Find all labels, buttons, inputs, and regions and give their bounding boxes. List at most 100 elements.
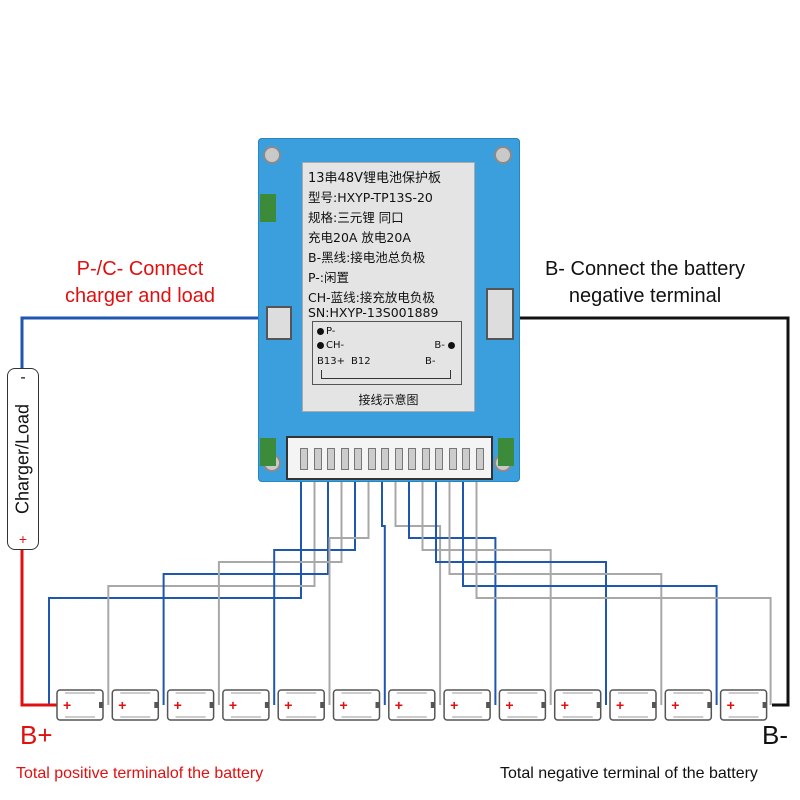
balance-wire bbox=[273, 478, 356, 705]
cell-terminal bbox=[264, 702, 269, 708]
cell-terminal bbox=[652, 702, 656, 708]
cell-plus-sign: + bbox=[340, 697, 348, 713]
pcb-pad bbox=[260, 438, 276, 466]
charger-minus: - bbox=[20, 369, 26, 386]
pcb-pad bbox=[260, 194, 276, 222]
balance-wire bbox=[381, 478, 386, 705]
charge-negative-wire bbox=[20, 316, 282, 368]
connector-pin bbox=[340, 448, 349, 470]
connector-pin bbox=[475, 448, 484, 470]
cell-plus-sign: + bbox=[727, 697, 735, 713]
balance-wire bbox=[462, 478, 718, 705]
connector-pin bbox=[327, 448, 335, 470]
pc-connect-label: P-/C- Connect charger and load bbox=[20, 256, 260, 310]
wiring-schematic: P- CH- B- B13+ B12 B- bbox=[312, 321, 462, 385]
connector-pin bbox=[354, 448, 362, 470]
bneg-label-line1: B- Connect the battery bbox=[544, 258, 746, 280]
b-minus-label: B- bbox=[762, 720, 788, 750]
balance-wire bbox=[48, 478, 302, 705]
balance-wire bbox=[217, 478, 343, 705]
sticker-line: B-黑线:接电池总负极 bbox=[308, 250, 426, 265]
cell-terminal bbox=[762, 702, 767, 708]
cell-terminal bbox=[430, 702, 435, 708]
connector-pin bbox=[421, 448, 430, 470]
sticker-line: 13串48V锂电池保护板 bbox=[308, 171, 441, 186]
total-negative-label: Total negative terminal of the battery bbox=[500, 765, 758, 782]
schematic-ch: CH- bbox=[317, 340, 344, 351]
connector-pin bbox=[462, 448, 470, 470]
schematic-b13: B13+ bbox=[317, 356, 345, 367]
balance-wire bbox=[394, 478, 442, 705]
sticker-line: CH-蓝线:接充放电负极 bbox=[308, 290, 435, 305]
cell-plus-sign: + bbox=[229, 697, 237, 713]
spec-sticker: 13串48V锂电池保护板 型号:HXYP-TP13S-20 规格:三元锂 同口 … bbox=[302, 162, 475, 412]
cell-plus-sign: + bbox=[616, 697, 624, 713]
cell-plus-sign: + bbox=[395, 697, 403, 713]
cell-terminal bbox=[375, 702, 380, 708]
cell-plus-sign: + bbox=[63, 697, 71, 713]
balance-wire bbox=[421, 478, 552, 705]
bneg-label-line2: negative terminal bbox=[568, 285, 722, 307]
p-terminal bbox=[266, 306, 292, 340]
balance-connector bbox=[286, 436, 493, 480]
cell-terminal bbox=[154, 702, 159, 708]
cell-terminal bbox=[320, 702, 325, 708]
balance-wire bbox=[475, 478, 772, 705]
cell-plus-sign: + bbox=[284, 697, 292, 713]
cell-terminal bbox=[209, 702, 214, 708]
schematic-caption: 接线示意图 bbox=[358, 393, 419, 407]
balance-wire bbox=[328, 478, 370, 705]
schematic-bneg: B- bbox=[425, 356, 436, 367]
cell-plus-sign: + bbox=[671, 697, 679, 713]
sticker-line: 规格:三元锂 同口 bbox=[308, 210, 404, 225]
b-minus-terminal bbox=[486, 288, 514, 340]
balance-wires bbox=[48, 478, 772, 705]
schematic-b: B- bbox=[434, 340, 457, 351]
cell-terminal bbox=[707, 702, 712, 708]
pc-label-line2: charger and load bbox=[64, 285, 216, 307]
schematic-p: P- bbox=[317, 326, 335, 337]
schematic-b12: B12 bbox=[351, 356, 371, 367]
b-plus-label: B+ bbox=[20, 720, 53, 750]
battery-cells: + + + + + + + + + + + + + bbox=[56, 689, 768, 721]
cell-plus-sign: + bbox=[174, 697, 182, 713]
balance-wire bbox=[408, 478, 497, 705]
pcb-pad bbox=[498, 438, 514, 466]
total-positive-label: Total positive terminalof the battery bbox=[16, 765, 264, 782]
connector-pin bbox=[408, 448, 416, 470]
pc-label-line1: P-/C- Connect bbox=[76, 258, 204, 280]
cell-terminal bbox=[486, 702, 491, 708]
connector-pin bbox=[300, 448, 308, 470]
sticker-line: 充电20A 放电20A bbox=[308, 230, 411, 245]
charger-load-box: - Charger/Load + bbox=[7, 368, 39, 550]
screw-icon bbox=[494, 146, 512, 164]
cell-terminal bbox=[541, 702, 546, 708]
cell-plus-sign: + bbox=[118, 697, 126, 713]
connector-pin bbox=[367, 448, 376, 470]
screw-icon bbox=[263, 146, 281, 164]
cell-plus-sign: + bbox=[561, 697, 569, 713]
balance-wire bbox=[448, 478, 663, 705]
charger-load-label: Charger/Load bbox=[12, 403, 33, 515]
schematic-bar bbox=[321, 370, 451, 379]
connector-pin bbox=[394, 448, 403, 470]
balance-wire bbox=[107, 478, 316, 705]
charger-plus: + bbox=[18, 531, 28, 547]
cell-terminal bbox=[596, 702, 601, 708]
balance-wire bbox=[162, 478, 329, 705]
balance-wire bbox=[435, 478, 607, 705]
connector-pin bbox=[313, 448, 322, 470]
sticker-line: 型号:HXYP-TP13S-20 bbox=[308, 190, 433, 205]
negative-wire bbox=[500, 316, 790, 707]
cell-plus-sign: + bbox=[505, 697, 513, 713]
sticker-line: P-:闲置 bbox=[308, 270, 349, 285]
connector-pin bbox=[448, 448, 457, 470]
positive-wire bbox=[20, 548, 57, 707]
connector-pin bbox=[381, 448, 389, 470]
bms-board: 13串48V锂电池保护板 型号:HXYP-TP13S-20 规格:三元锂 同口 … bbox=[258, 138, 520, 482]
cell-plus-sign: + bbox=[450, 697, 458, 713]
bneg-connect-label: B- Connect the battery negative terminal bbox=[510, 256, 780, 310]
cell-terminal bbox=[99, 702, 103, 708]
sticker-line: SN:HXYP-13S001889 bbox=[308, 305, 439, 320]
